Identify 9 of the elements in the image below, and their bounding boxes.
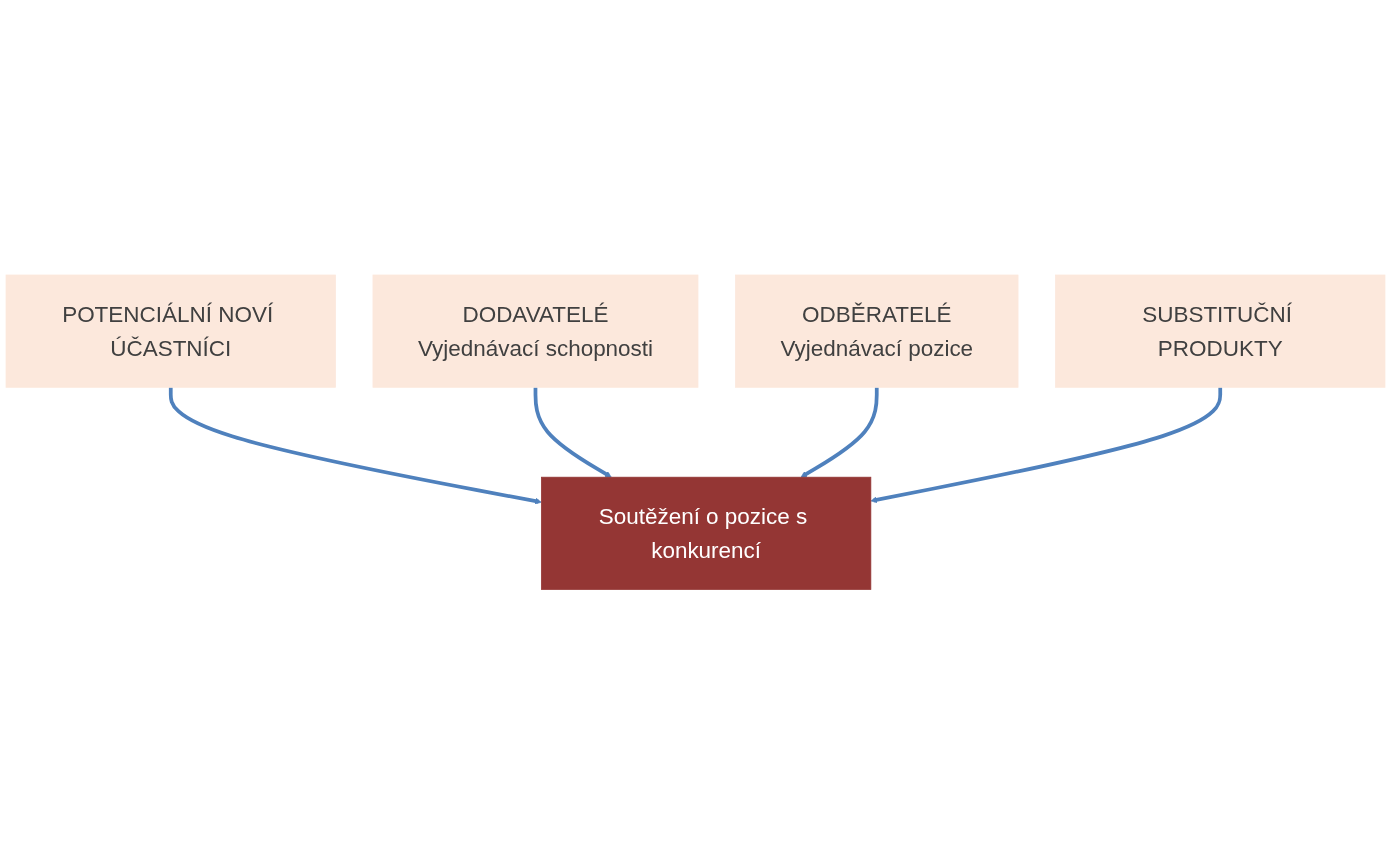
node-box: ODBĚRATELÉ Vyjednávací pozice [735,274,1019,388]
arrow [168,387,542,505]
arrow [533,387,612,478]
node-box: SUBSTITUČNÍ PRODUKTY [1055,274,1386,388]
node-box: DODAVATELÉ Vyjednávací schopnosti [372,274,699,388]
arrow [800,387,879,478]
arrow [870,387,1223,503]
node-box: POTENCIÁLNÍ NOVÍ ÚČASTNÍCI [5,274,336,388]
node-box: Soutěžení o pozice s konkurencí [541,476,872,590]
